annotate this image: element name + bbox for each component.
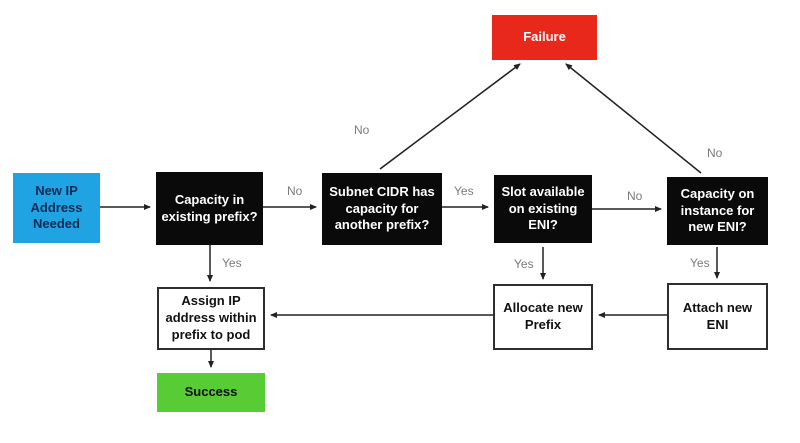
node-capacity-existing-prefix: Capacity in existing prefix? <box>156 172 263 245</box>
edge-subnet-failure <box>379 63 521 170</box>
edge-label-yes-capacityeni-to-attach: Yes <box>690 256 710 270</box>
node-success: Success <box>157 373 265 412</box>
node-failure: Failure <box>492 15 597 60</box>
edge-capacityeni-failure <box>565 63 702 174</box>
node-new-ip-needed: New IP Address Needed <box>13 173 100 243</box>
node-attach-eni: Attach new ENI <box>667 283 768 350</box>
node-capacity-new-eni: Capacity on instance for new ENI? <box>667 177 768 245</box>
edge-label-yes-subnet-to-slot: Yes <box>454 184 474 198</box>
edge-label-no-subnet-to-failure: No <box>354 123 370 137</box>
edge-label-no-capacity-to-subnet: No <box>287 184 303 198</box>
edge-label-yes-slot-to-allocate: Yes <box>514 257 534 271</box>
node-subnet-cidr-capacity: Subnet CIDR has capacity for another pre… <box>322 173 442 245</box>
edge-label-no-capacityeni-to-failure: No <box>707 146 723 160</box>
edge-label-yes-capacity-to-assign: Yes <box>222 256 242 270</box>
node-allocate-prefix: Allocate new Prefix <box>493 284 593 350</box>
edge-label-no-slot-to-capacityeni: No <box>627 189 643 203</box>
node-assign-ip: Assign IP address within prefix to pod <box>157 287 265 350</box>
node-slot-available-eni: Slot available on existing ENI? <box>494 175 592 243</box>
